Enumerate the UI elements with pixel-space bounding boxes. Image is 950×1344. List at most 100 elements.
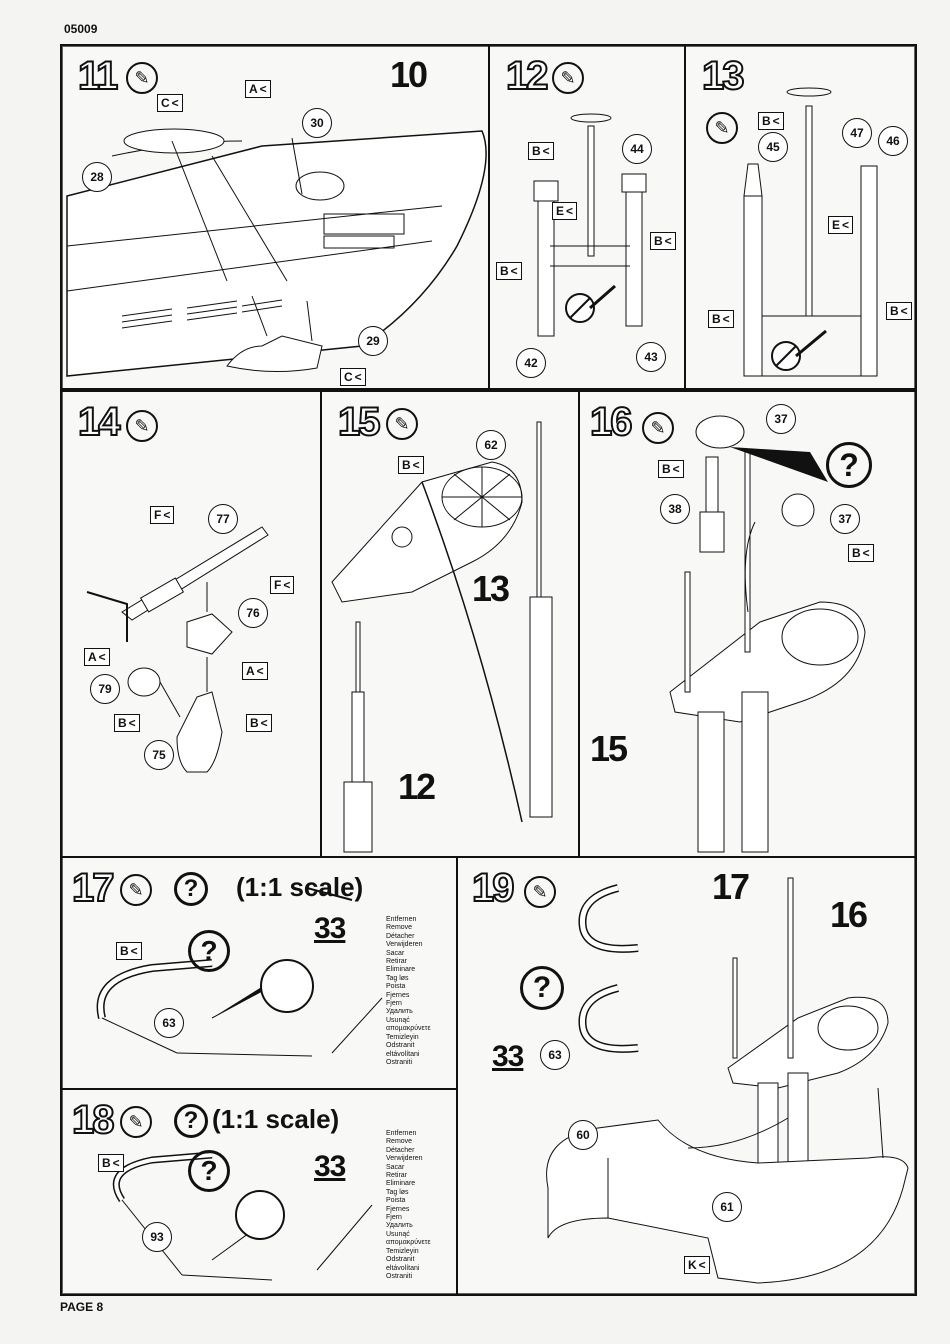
step-19-panel: 19 ✎ 17 16 ? 33 63 60 61 K< bbox=[456, 856, 917, 1296]
remove-word: Verwijderen bbox=[386, 1155, 423, 1163]
part-62: 62 bbox=[476, 430, 506, 460]
tag-letter: B bbox=[500, 264, 509, 278]
question-bubble: ? bbox=[520, 966, 564, 1010]
remove-word: Tag løs bbox=[386, 1188, 409, 1196]
tag-e: E< bbox=[828, 216, 854, 234]
part-29: 29 bbox=[358, 326, 388, 356]
part-28: 28 bbox=[82, 162, 112, 192]
step-number-17: 17 bbox=[71, 865, 115, 911]
tag-c: C< bbox=[340, 368, 366, 386]
remove-word: Usunąć bbox=[386, 1230, 410, 1238]
tag-letter: E bbox=[832, 218, 841, 232]
tag-letter: B bbox=[762, 114, 771, 128]
tag-c: C< bbox=[157, 94, 183, 112]
tag-letter: C bbox=[161, 96, 170, 110]
glue-icon: ✎ bbox=[524, 876, 556, 908]
glue-icon: ✎ bbox=[386, 408, 418, 440]
remove-word: Fjernes bbox=[386, 991, 410, 999]
remove-word: Poista bbox=[386, 1197, 406, 1205]
step-18-panel: 18 ✎ ? (1:1 scale) B< ? 93 33 Entfernen … bbox=[60, 1088, 458, 1296]
tag-b: B< bbox=[658, 460, 684, 478]
step-number-12: 12 bbox=[505, 53, 549, 99]
cut-mark-icon: < bbox=[842, 218, 850, 232]
kit-code: 05009 bbox=[64, 22, 98, 36]
tag-letter: A bbox=[88, 650, 97, 664]
cut-mark-icon: < bbox=[412, 458, 420, 472]
glue-icon: ✎ bbox=[642, 412, 674, 444]
part-45: 45 bbox=[758, 132, 788, 162]
cut-mark-icon: < bbox=[566, 204, 574, 218]
tag-letter: B bbox=[890, 304, 899, 318]
remove-words-list: Entfernen Remove Détacher Verwijderen Sa… bbox=[386, 1130, 431, 1281]
tag-letter: F bbox=[154, 508, 162, 522]
question-bubble: ? bbox=[188, 930, 230, 972]
tag-letter: B bbox=[120, 944, 129, 958]
remove-word: Sacar bbox=[386, 1163, 405, 1171]
remove-word: Удалить bbox=[386, 1222, 413, 1230]
tag-b: B< bbox=[886, 302, 912, 320]
cut-mark-icon: < bbox=[283, 578, 291, 592]
reference-33: 33 bbox=[314, 912, 346, 945]
tag-letter: A bbox=[249, 82, 258, 96]
part-label-17: 17 bbox=[712, 866, 750, 907]
part-63: 63 bbox=[154, 1008, 184, 1038]
question-bubble: ? bbox=[826, 442, 872, 488]
gun-drawing bbox=[86, 526, 269, 773]
remove-word: Eliminare bbox=[386, 966, 416, 974]
part-43: 43 bbox=[636, 342, 666, 372]
cut-mark-icon: < bbox=[698, 1258, 706, 1272]
remove-word: Eliminare bbox=[386, 1180, 416, 1188]
part-30: 30 bbox=[302, 108, 332, 138]
part-label-15: 15 bbox=[590, 728, 628, 769]
part-93: 93 bbox=[142, 1222, 172, 1252]
cut-mark-icon: < bbox=[900, 304, 908, 318]
step-number-11: 11 bbox=[77, 53, 119, 99]
part-37: 37 bbox=[766, 404, 796, 434]
remove-word: Retirar bbox=[386, 1172, 408, 1180]
remove-word: Temizleyin bbox=[386, 1033, 419, 1041]
remove-word: Temizleyin bbox=[386, 1247, 419, 1255]
remove-word: αποµακρύνετε bbox=[386, 1239, 431, 1247]
step-number-19: 19 bbox=[471, 865, 515, 911]
tag-letter: K bbox=[688, 1258, 697, 1272]
part-38: 38 bbox=[660, 494, 690, 524]
cut-mark-icon: < bbox=[130, 944, 138, 958]
tag-b: B< bbox=[398, 456, 424, 474]
scale-label: (1:1 scale) bbox=[212, 1104, 340, 1134]
glue-icon: ✎ bbox=[120, 874, 152, 906]
glue-icon: ✎ bbox=[126, 410, 158, 442]
remove-word: Poista bbox=[386, 983, 406, 991]
remove-word: Ostraniti bbox=[386, 1272, 413, 1280]
tag-e: E< bbox=[552, 202, 578, 220]
tag-letter: B bbox=[102, 1156, 111, 1170]
rail-drawing bbox=[96, 887, 383, 1057]
remove-word: Détacher bbox=[386, 1146, 415, 1154]
remove-word: eltávolítani bbox=[386, 1050, 420, 1058]
tag-letter: E bbox=[556, 204, 565, 218]
tag-letter: B bbox=[118, 716, 127, 730]
tag-b: B< bbox=[528, 142, 554, 160]
help-icon: ? bbox=[174, 872, 208, 906]
help-icon: ? bbox=[174, 1104, 208, 1138]
part-79: 79 bbox=[90, 674, 120, 704]
tag-b: B< bbox=[848, 544, 874, 562]
cut-mark-icon: < bbox=[862, 546, 870, 560]
tag-a: A< bbox=[245, 80, 271, 98]
cut-mark-icon: < bbox=[772, 114, 780, 128]
tag-f: F< bbox=[150, 506, 175, 524]
tag-letter: B bbox=[402, 458, 411, 472]
step-17-panel: 17 ✎ ? (1:1 scale) B< ? 63 33 Entfernen … bbox=[60, 856, 458, 1090]
remove-word: Fjern bbox=[386, 1000, 402, 1008]
tag-b: B< bbox=[246, 714, 272, 732]
glue-icon: ✎ bbox=[126, 62, 158, 94]
hull-drawing bbox=[66, 128, 487, 377]
part-label-12: 12 bbox=[398, 766, 436, 807]
cut-mark-icon: < bbox=[510, 264, 518, 278]
step-number-16: 16 bbox=[589, 399, 633, 445]
remove-words-list: Entfernen Remove Détacher Verwijderen Sa… bbox=[386, 916, 431, 1067]
part-label-10: 10 bbox=[390, 54, 428, 95]
part-60: 60 bbox=[568, 1120, 598, 1150]
step-number-15: 15 bbox=[337, 399, 381, 445]
remove-word: Retirar bbox=[386, 958, 408, 966]
tower-assembly-drawing bbox=[669, 415, 866, 853]
